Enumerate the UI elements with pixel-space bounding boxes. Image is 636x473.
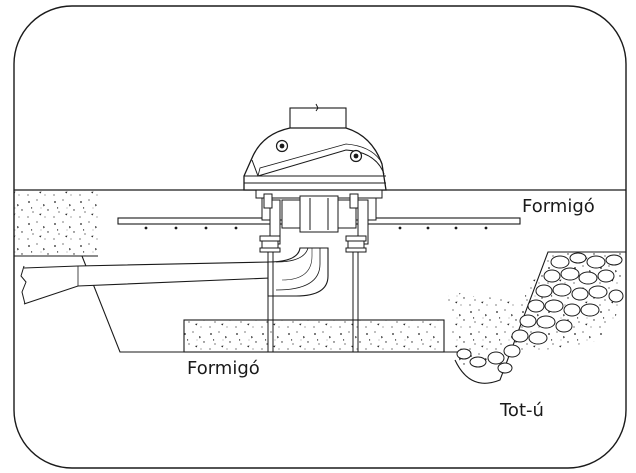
dome-cowl [243, 103, 387, 191]
label-formigo-bottom: Formigó [187, 358, 260, 379]
left-concrete-block [14, 190, 98, 256]
bottom-concrete-slab [183, 319, 445, 353]
drawing-content [14, 103, 626, 384]
anchor-bolt-right [345, 193, 367, 352]
exhaust-stack [289, 107, 347, 131]
label-tot-u: Tot-ú [499, 400, 544, 421]
pipe-break-mark [20, 265, 27, 305]
frame-border [13, 5, 627, 469]
anchor-bolt-left [259, 193, 281, 352]
gravel-edge [454, 251, 626, 384]
gravel-stones [456, 252, 624, 374]
elbow-pipe [267, 247, 329, 297]
label-formigo-top: Formigó [522, 196, 595, 217]
